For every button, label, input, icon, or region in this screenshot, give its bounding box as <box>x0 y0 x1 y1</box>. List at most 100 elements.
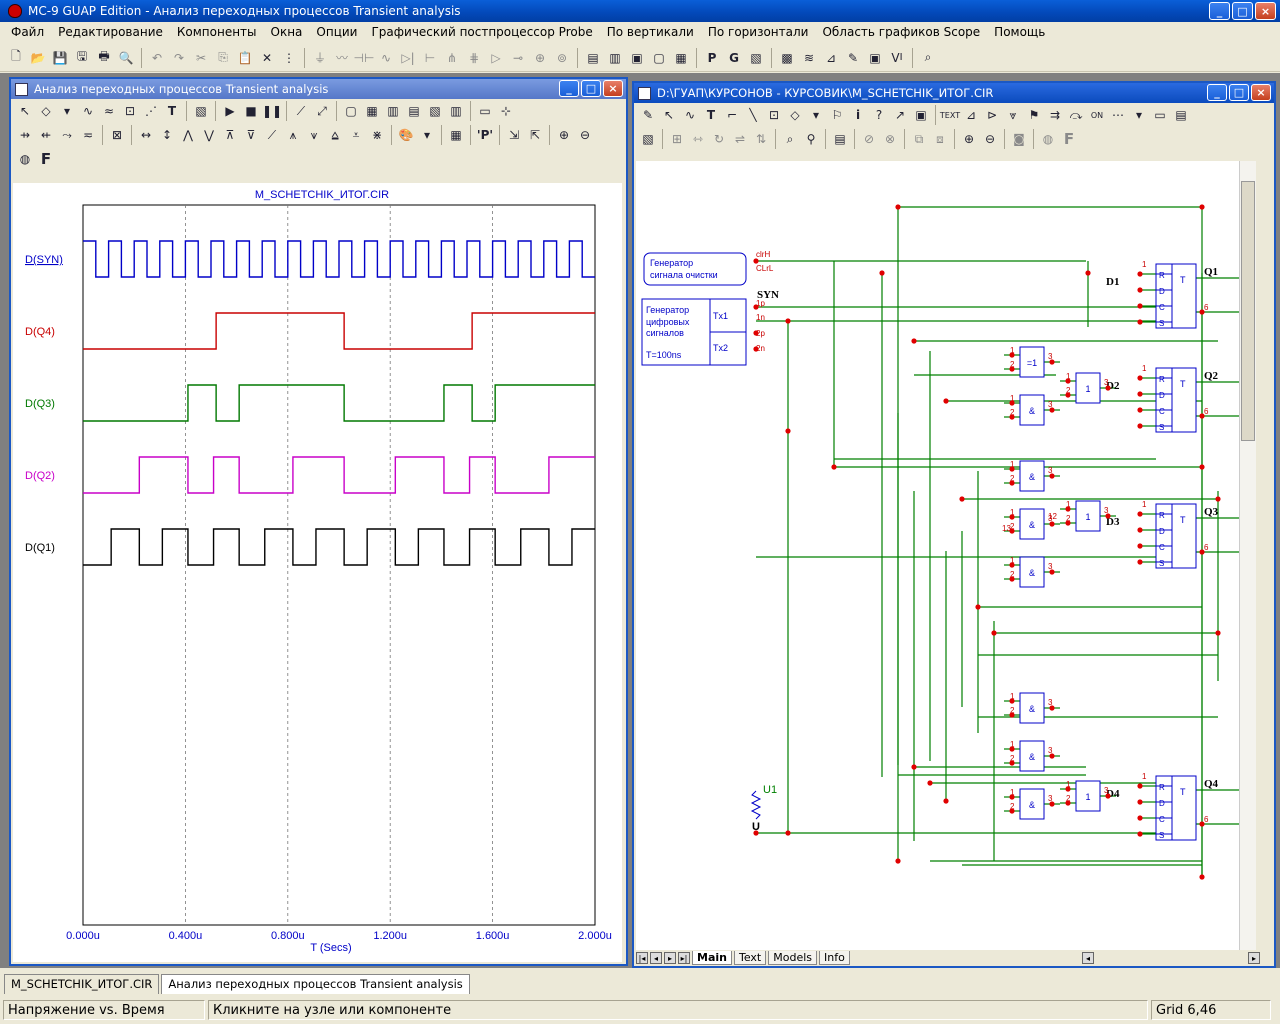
opamp-icon[interactable]: ▷ <box>491 50 501 65</box>
clear-signal-generator[interactable]: Генератор сигнала очистки clrH CLrL <box>643 250 774 286</box>
ungroup-icon[interactable]: ⧈ <box>936 131 944 146</box>
grid-minor-icon[interactable]: ▥ <box>387 104 399 118</box>
valley-icon[interactable]: ⋁ <box>204 128 214 142</box>
trace-label[interactable]: D(Q2) <box>25 470 55 482</box>
logic-gate[interactable]: &123 <box>1010 460 1053 492</box>
logic-gate[interactable]: &123 <box>1010 788 1053 820</box>
tab-text[interactable]: Text <box>733 951 767 965</box>
transistor-npn-icon[interactable]: ⋔ <box>446 50 458 65</box>
clear-icon[interactable]: ⊗ <box>884 132 896 146</box>
next-peak-icon[interactable]: ↔ <box>140 128 152 142</box>
bottom-icon[interactable]: ⩡ <box>352 127 360 142</box>
transistor-pnp-icon[interactable]: ⋕ <box>468 50 480 65</box>
battery-icon[interactable]: ⊢ <box>424 50 436 65</box>
menu-horizontal[interactable]: По горизонтали <box>707 25 809 39</box>
zoom-out-icon[interactable]: ⊖ <box>579 128 591 142</box>
plot-area[interactable]: M_SCHETCHIK_ИТОГ.CIR D(SYN)D(Q4)D(Q3)D(Q… <box>13 183 622 962</box>
curve-icon[interactable]: ≂ <box>82 128 94 142</box>
baseline-icon[interactable]: ▭ <box>479 104 491 118</box>
top-icon[interactable]: ⩠ <box>331 127 339 142</box>
transient-close-button[interactable]: × <box>603 80 623 97</box>
undo-icon[interactable]: ↶ <box>151 50 163 65</box>
logic-gate[interactable]: &123 <box>1010 508 1053 540</box>
zoom-window-icon[interactable]: ⌕ <box>924 50 932 64</box>
mirror-icon[interactable]: ⇿ <box>692 132 704 146</box>
probe-p-icon[interactable]: P <box>707 50 717 65</box>
cursor-mode-icon[interactable]: ⤳ <box>62 127 72 142</box>
logic-gate[interactable]: &123 <box>1010 556 1053 588</box>
select-mode-icon[interactable]: ↖ <box>663 108 675 122</box>
schematic-close-button[interactable]: × <box>1251 84 1271 101</box>
log-scale-icon[interactable]: ⤢ <box>317 103 327 118</box>
grid-major-icon[interactable]: ▦ <box>366 104 378 118</box>
scroll-thumb[interactable] <box>1241 181 1255 441</box>
node-numbers-icon[interactable]: ⊳ <box>986 108 998 122</box>
logic-gate[interactable]: &123 <box>1010 692 1053 724</box>
tile-vertical-icon[interactable]: ▥ <box>609 50 621 65</box>
cursor-left-icon[interactable]: ⇸ <box>19 128 31 142</box>
page-icon[interactable]: ▭ <box>1154 108 1166 122</box>
component-library-icon[interactable]: ▩ <box>781 50 793 65</box>
trace-label[interactable]: D(Q3) <box>25 398 55 410</box>
trace-label[interactable]: D(Q4) <box>25 326 55 338</box>
cascade-icon[interactable]: ▣ <box>631 50 643 65</box>
find-icon[interactable]: ⌕ <box>786 131 794 146</box>
currents-icon[interactable]: ⤼ <box>1069 107 1083 122</box>
peak-icon[interactable]: ⋀ <box>183 128 193 142</box>
print-icon[interactable]: 🖶 <box>98 49 110 63</box>
schematic-canvas[interactable]: Генератор сигнала очистки clrH CLrL Гене… <box>636 161 1256 952</box>
schematic-vertical-scrollbar[interactable] <box>1239 161 1256 952</box>
next-valley-icon[interactable]: ↕ <box>161 128 173 142</box>
switch-icon[interactable]: ⊸ <box>512 50 524 65</box>
minimize-button[interactable]: _ <box>1209 2 1230 20</box>
tag-vertical-icon[interactable]: ⇱ <box>529 128 541 142</box>
flip-x-icon[interactable]: ⇌ <box>734 132 746 146</box>
numeric-output-icon[interactable]: ▦ <box>450 128 462 142</box>
menu-help[interactable]: Помощь <box>994 25 1046 39</box>
logic-gate[interactable]: &123 <box>1010 394 1053 426</box>
logic-gate[interactable]: &123 <box>1010 740 1053 772</box>
grid-dropdown-icon[interactable]: ▾ <box>1135 108 1143 122</box>
zoom-in-icon[interactable]: ⊕ <box>963 132 975 146</box>
format-button[interactable]: F <box>40 150 52 168</box>
select-mode-icon[interactable]: ↖ <box>19 104 31 118</box>
schematic-maximize-button[interactable]: □ <box>1229 84 1249 101</box>
diode-icon[interactable]: ▷| <box>401 50 415 65</box>
capacitor-icon[interactable]: ⊣⊢ <box>353 50 375 65</box>
schematic-minimize-button[interactable]: _ <box>1207 84 1227 101</box>
run-icon[interactable]: ▶ <box>225 104 235 118</box>
color-icon[interactable]: 🎨 <box>398 128 414 142</box>
pen-icon[interactable]: ✎ <box>847 50 859 65</box>
print-preview-icon[interactable]: 🔍 <box>118 50 134 65</box>
zoom-in-icon[interactable]: ⊕ <box>558 128 570 142</box>
save-all-icon[interactable]: 🖫 <box>76 49 88 63</box>
menu-edit[interactable]: Редактирование <box>58 25 163 39</box>
properties-icon[interactable]: ▧ <box>642 132 654 146</box>
warning-icon[interactable]: ⊘ <box>863 132 875 146</box>
wire-ortho-icon[interactable]: ⌐ <box>726 108 738 122</box>
resistor-icon[interactable]: 〰 <box>335 51 348 65</box>
linear-scale-icon[interactable]: ⟋ <box>296 103 306 118</box>
trace-dq2[interactable] <box>83 456 595 494</box>
tag-horizontal-icon[interactable]: ⇲ <box>508 128 520 142</box>
delete-icon[interactable]: ✕ <box>261 50 273 65</box>
waveform-tool-icon[interactable]: ∿ <box>82 104 94 118</box>
attribute-icon[interactable]: ⊿ <box>965 108 977 122</box>
diagonal-wire-icon[interactable]: ╲ <box>749 108 757 122</box>
trace-dsyn[interactable] <box>83 240 595 278</box>
prev-sheet-button[interactable]: ◂ <box>650 952 662 964</box>
transient-maximize-button[interactable]: □ <box>581 80 601 97</box>
save-icon[interactable]: 💾 <box>52 50 68 65</box>
hscroll-left-button[interactable]: ◂ <box>1082 952 1094 964</box>
notes-icon[interactable]: ▤ <box>834 132 846 146</box>
sine-tool-icon[interactable]: ≈ <box>103 104 115 118</box>
close-button[interactable]: × <box>1255 2 1276 20</box>
select-all-icon[interactable]: ⋮ <box>283 50 295 65</box>
grid-show-icon[interactable]: ⋯ <box>1112 108 1124 122</box>
palette-icon[interactable]: ◍ <box>19 152 31 166</box>
